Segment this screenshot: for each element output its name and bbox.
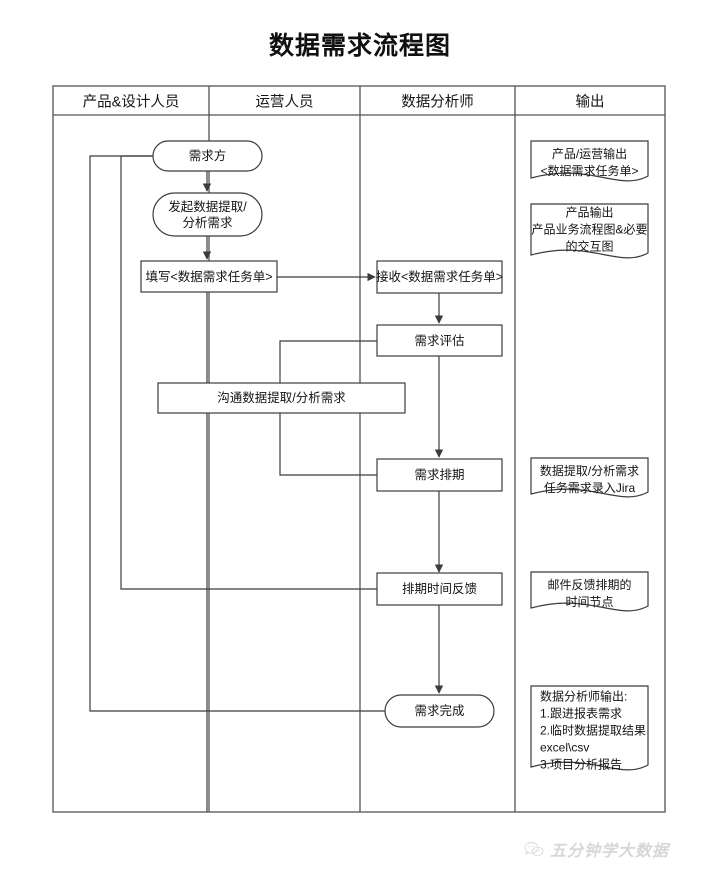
edge-evaluate-communicate	[279, 340, 377, 383]
node-receive	[376, 260, 503, 294]
watermark: 五分钟学大数据	[524, 832, 714, 866]
output-documents	[530, 140, 649, 771]
doc-out-task-form	[530, 140, 649, 182]
node-initiate	[152, 192, 263, 237]
page-title: 数据需求流程图	[268, 32, 451, 60]
doc-out-product	[530, 203, 649, 259]
lane-header-product-design: 产品&设计人员	[82, 94, 180, 111]
node-complete	[384, 694, 495, 728]
process-nodes	[140, 140, 503, 728]
edge-communicate-schedule	[279, 413, 377, 476]
node-fill-form	[140, 260, 278, 293]
doc-out-analyst	[530, 685, 649, 771]
lane-header-output: 输出	[575, 94, 605, 111]
edge-complete-to-requester	[89, 155, 385, 712]
connectors	[89, 155, 444, 812]
node-evaluate	[376, 324, 503, 357]
lane-header-data-analyst: 数据分析师	[401, 94, 474, 111]
doc-out-mail	[530, 571, 649, 612]
node-schedule	[376, 458, 503, 492]
node-communicate	[157, 382, 406, 414]
node-requester	[152, 140, 263, 172]
node-feedback	[376, 572, 503, 606]
wechat-icon	[524, 841, 544, 856]
lane-header-operations: 运营人员	[255, 94, 314, 111]
doc-out-jira	[530, 457, 649, 498]
watermark-text: 五分钟学大数据	[550, 843, 670, 860]
